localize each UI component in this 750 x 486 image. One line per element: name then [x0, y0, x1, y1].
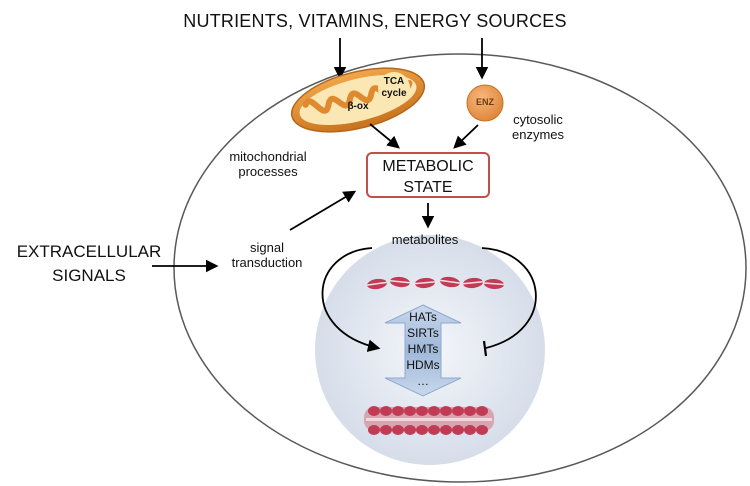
cytosolic-enzymes-label: cytosolic enzymes — [498, 112, 578, 143]
condensed-chromatin — [364, 406, 494, 435]
arrow-mito-to-state — [369, 123, 400, 149]
chromatin-modifiers-list: HATs SIRTs HMTs HDMs … — [388, 309, 458, 389]
state-line-2: STATE — [403, 179, 453, 196]
modifier-sirts: SIRTs — [407, 326, 439, 340]
arrow-enz-to-state — [453, 124, 479, 149]
open-chromatin — [366, 276, 505, 290]
bidirectional-arrow — [384, 304, 462, 397]
inhibition-bar — [482, 340, 488, 357]
mitochondrion-icon — [290, 67, 426, 133]
extracellular-signals-label: EXTRACELLULAR SIGNALS — [4, 240, 174, 288]
cyto-line-1: cytosolic — [513, 112, 563, 127]
tca-line-2: cycle — [381, 88, 407, 99]
enz-badge-label: ENZ — [476, 97, 494, 107]
signal-line-1: signal — [250, 240, 284, 255]
tca-cycle-label: TCA cycle — [376, 76, 412, 100]
modifier-hdms: HDMs — [406, 358, 440, 372]
modifier-hats: HATs — [409, 310, 437, 324]
mito-label-line-1: mitochondrial — [229, 149, 307, 164]
modifier-ellipsis: … — [417, 374, 429, 388]
curve-inhibition-right — [481, 247, 537, 349]
nutrients-title: NUTRIENTS, VITAMINS, ENERGY SOURCES — [183, 11, 567, 31]
beta-ox-label: β-ox — [347, 101, 369, 112]
signal-line-2: transduction — [231, 254, 303, 270]
cell-membrane — [173, 53, 747, 483]
tca-cycle-spot — [378, 72, 410, 104]
cyto-line-2: enzymes — [511, 126, 565, 142]
modifier-hmts: HMTs — [407, 342, 439, 356]
signal-transduction-label: signal transduction — [222, 240, 312, 271]
metabolites-label: metabolites — [391, 232, 459, 247]
tca-line-1: TCA — [383, 76, 405, 87]
extracellular-line-2: SIGNALS — [52, 266, 126, 285]
curve-activation-left — [321, 247, 381, 352]
metabolic-state-box: METABOLIC STATE — [366, 152, 490, 198]
mitochondrial-processes-label: mitochondrial processes — [208, 149, 328, 180]
arrow-signal-to-state — [289, 190, 357, 231]
state-line-1: METABOLIC — [382, 158, 474, 175]
mito-label-line-2: processes — [238, 163, 298, 179]
extracellular-line-1: EXTRACELLULAR — [16, 242, 162, 261]
enz-icon — [466, 84, 504, 122]
